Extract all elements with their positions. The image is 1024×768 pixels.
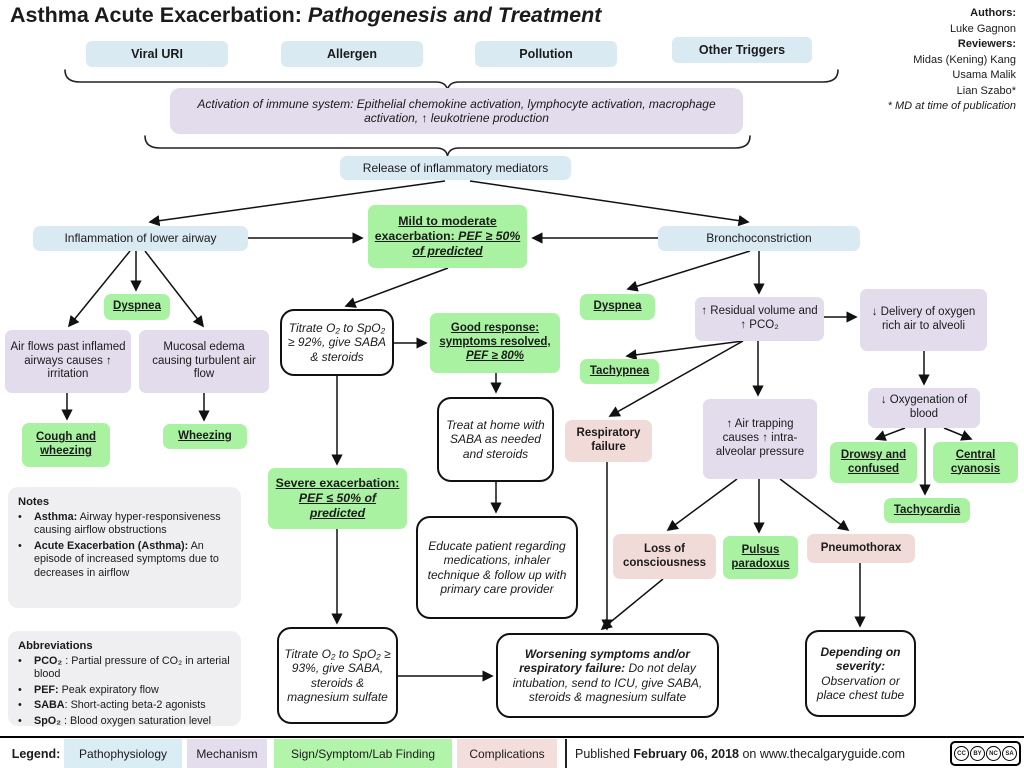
node-good-response: Good response: symptoms resolved, PEF ≥ …	[430, 313, 560, 373]
authors-label: Authors:	[970, 7, 1016, 19]
reviewer-name: Midas (Kening) Kang	[913, 53, 1016, 66]
title-emphasis: Pathogenesis and Treatment	[307, 3, 602, 27]
notes-panel: Notes •Asthma: Airway hyper-responsivene…	[8, 487, 241, 608]
node-respiratory-failure: Respiratory failure	[565, 420, 652, 462]
node-severe-exacerbation: Severe exacerbation: PEF ≤ 50% of predic…	[268, 468, 407, 529]
md-footnote: * MD at time of publication	[887, 100, 1016, 112]
node-allergen: Allergen	[281, 41, 423, 67]
abbreviations-heading: Abbreviations	[18, 640, 93, 652]
legend-vertical-divider	[565, 739, 567, 768]
note-item: •Acute Exacerbation (Asthma): An episode…	[18, 539, 219, 579]
node-cough-and-wheezing: Cough and wheezing	[22, 423, 110, 467]
page-title: Asthma Acute Exacerbation: Pathogenesis …	[10, 3, 601, 28]
abbreviation-item: •PCO₂ : Partial pressure of CO₂ in arter…	[18, 655, 230, 681]
node-treat-at-home: Treat at home with SABA as needed and st…	[437, 397, 554, 482]
node-other-triggers: Other Triggers	[672, 37, 812, 63]
abbreviation-item: •SABA: Short-acting beta-2 agonists	[18, 699, 206, 712]
node-dyspnea-left: Dyspnea	[104, 294, 170, 320]
cc-nc-icon: nc	[986, 746, 1001, 761]
abbreviation-item: •SpO₂ : Blood oxygen saturation level	[18, 714, 212, 727]
node-mild-moderate-exacerbation: Mild to moderate exacerbation: PEF ≥ 50%…	[368, 205, 527, 268]
node-bronchoconstriction: Bronchoconstriction	[658, 226, 860, 251]
flow-arrows	[61, 180, 973, 682]
legend-item-pathophysiology: Pathophysiology	[64, 739, 182, 768]
node-loss-of-consciousness: Loss of consciousness	[613, 534, 716, 579]
node-air-flows-irritation: Air flows past inflamed airways causes ↑…	[5, 330, 131, 393]
node-mucosal-edema: Mucosal edema causing turbulent air flow	[139, 330, 269, 393]
node-central-cyanosis: Central cyanosis	[933, 442, 1018, 483]
note-item: •Asthma: Airway hyper-responsiveness cau…	[18, 511, 221, 537]
cc-license-badge: cc by nc sa	[950, 741, 1021, 766]
title-prefix: Asthma Acute Exacerbation:	[10, 3, 308, 27]
legend-label: Legend:	[11, 746, 61, 761]
node-residual-volume-pco2: ↑ Residual volume and ↑ PCO₂	[695, 297, 824, 341]
node-educate-patient: Educate patient regarding medications, i…	[416, 516, 578, 619]
published-line: Published February 06, 2018 on www.theca…	[575, 746, 906, 761]
node-titrate-o2-93: Titrate O₂ to SpO₂ ≥ 93%, give SABA, ste…	[277, 627, 398, 724]
abbreviation-item: •PEF: Peak expiratory flow	[18, 683, 159, 696]
node-pollution: Pollution	[475, 41, 617, 67]
node-tachypnea: Tachypnea	[580, 359, 659, 384]
node-decreased-oxygenation: ↓ Oxygenation of blood	[868, 388, 980, 428]
author-name: Luke Gagnon	[949, 22, 1016, 35]
node-decreased-oxygen-delivery: ↓ Delivery of oxygen rich air to alveoli	[860, 289, 987, 351]
cc-by-icon: by	[970, 746, 985, 761]
node-tachycardia: Tachycardia	[884, 498, 970, 523]
node-viral-uri: Viral URI	[86, 41, 228, 67]
node-inflammation-lower-airway: Inflammation of lower airway	[33, 226, 248, 251]
node-immune-activation: Activation of immune system: Epithelial …	[170, 88, 743, 134]
legend-item-mechanism: Mechanism	[187, 739, 267, 768]
reviewers-label: Reviewers:	[957, 38, 1016, 50]
reviewer-name: Lian Szabo*	[956, 84, 1016, 97]
node-depending-on-severity: Depending on severity:Observation or pla…	[805, 630, 916, 717]
legend-item-sign-symptom: Sign/Symptom/Lab Finding	[274, 739, 452, 768]
notes-heading: Notes	[18, 496, 50, 508]
node-pulsus-paradoxus: Pulsus paradoxus	[723, 536, 798, 579]
cc-sa-icon: sa	[1002, 746, 1017, 761]
footer-divider-line	[0, 736, 1024, 738]
node-wheezing: Wheezing	[163, 424, 247, 449]
node-pneumothorax: Pneumothorax	[807, 534, 915, 563]
node-titrate-o2-92: Titrate O₂ to SpO₂ ≥ 92%, give SABA & st…	[280, 309, 394, 376]
node-drowsy-confused: Drowsy and confused	[830, 442, 917, 483]
node-dyspnea-right: Dyspnea	[580, 294, 655, 320]
node-worsening-symptoms: Worsening symptoms and/or respiratory fa…	[496, 633, 719, 718]
node-air-trapping: ↑ Air trapping causes ↑ intra-alveolar p…	[703, 399, 817, 479]
reviewer-name: Usama Malik	[952, 69, 1016, 81]
abbreviations-panel: Abbreviations •PCO₂ : Partial pressure o…	[8, 631, 241, 727]
credits-block: Authors: Luke Gagnon Reviewers: Midas (K…	[796, 6, 1016, 115]
cc-icon: cc	[954, 746, 969, 761]
node-release-mediators: Release of inflammatory mediators	[340, 156, 571, 180]
legend-item-complications: Complications	[457, 739, 557, 768]
